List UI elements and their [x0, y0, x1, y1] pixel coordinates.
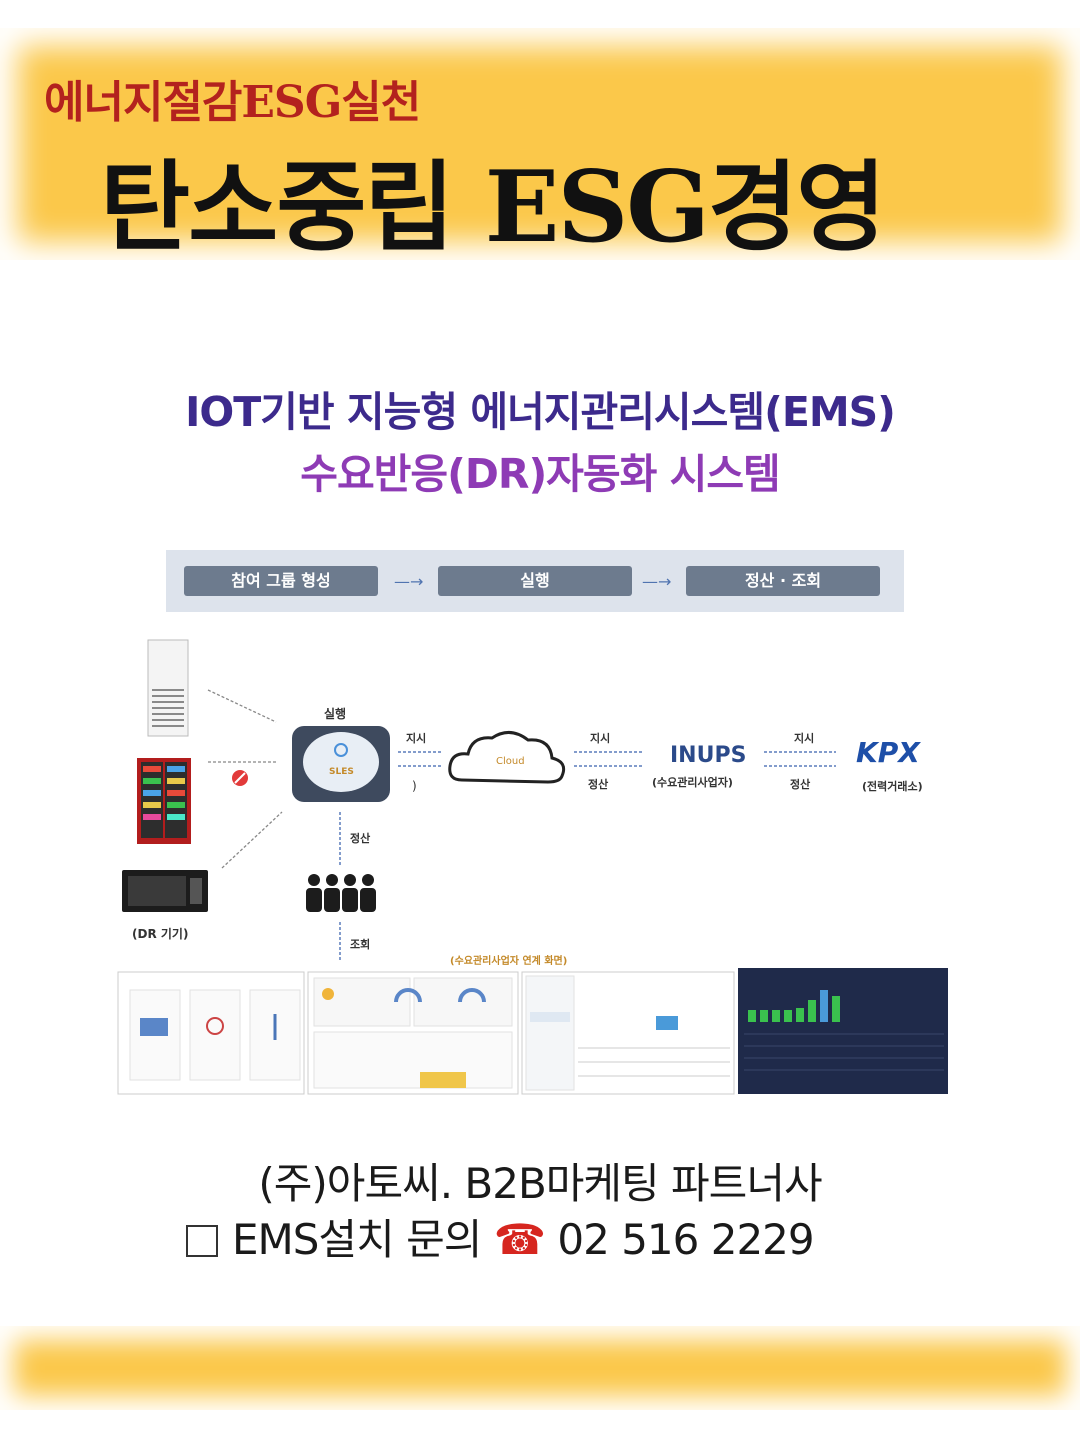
arrow-right-icon: —→ — [642, 572, 672, 591]
headline-ems: IOT기반 지능형 에너지관리시스템(EMS) — [185, 388, 896, 436]
app-screens-panel — [117, 971, 305, 1095]
kpx-logo: KPX — [856, 736, 921, 769]
company-partner-text: (주)아토씨. B2B마케팅 파트너사 — [258, 1159, 822, 1208]
arrow-right-icon: —→ — [394, 572, 424, 591]
headline-dr: 수요반응(DR)자동화 시스템 — [300, 450, 781, 498]
header-title: 탄소중립 ESG경영 — [100, 150, 886, 265]
inups-logo: INUPS — [670, 743, 746, 768]
wifi-icon: ) — [412, 779, 417, 793]
sles-label: SLES — [329, 767, 354, 777]
instruct-label-1: 지시 — [406, 731, 426, 745]
settle-label-2: 정산 — [790, 777, 810, 791]
execute-label: 실행 — [324, 706, 346, 721]
phone-icon: ☎ — [493, 1215, 546, 1264]
process-step-bar: 참여 그룹 형성 —→ 실행 —→ 정산 · 조회 — [166, 550, 904, 612]
install-inquiry-text: EMS설치 문의 — [232, 1215, 482, 1264]
step-group-formation: 참여 그룹 형성 — [184, 566, 378, 596]
settle-label-1: 정산 — [588, 777, 608, 791]
step-execute: 실행 — [438, 566, 632, 596]
inups-sub-label: (수요관리사업자) — [652, 775, 733, 789]
settle-label-3: 정산 — [350, 831, 370, 845]
air-conditioner-icon — [147, 639, 189, 737]
phone-number[interactable]: 02 516 2229 — [557, 1215, 814, 1264]
chart-screen-panel — [738, 968, 948, 1094]
dr-devices-label: (DR 기기) — [132, 926, 188, 941]
header-subtitle: 에너지절감ESG실천 — [44, 77, 421, 128]
instruct-label-3: 지시 — [794, 731, 814, 745]
top-banner — [0, 28, 1080, 260]
instruct-label-2: 지시 — [590, 731, 610, 745]
cloud-icon — [448, 731, 566, 784]
diagram-graphics: (DR 기기) 실행 SLES 지시 ) Cloud 지시 정산 INUPS — [117, 639, 948, 1095]
step-settle-inquiry: 정산 · 조회 — [686, 566, 880, 596]
cloud-label: Cloud — [496, 756, 525, 767]
kpx-sub-label: (전력거래소) — [862, 779, 923, 793]
bottom-banner — [0, 1326, 1080, 1410]
fridge-icon — [137, 758, 191, 844]
checkbox-icon — [186, 1225, 218, 1257]
dashboard-screen-panel — [307, 971, 519, 1095]
users-group-icon — [306, 874, 376, 912]
dr-system-diagram: 참여 그룹 형성 —→ 실행 —→ 정산 · 조회 — [100, 540, 980, 1110]
microwave-icon — [122, 870, 208, 912]
table-screen-panel — [521, 971, 735, 1095]
contact-line: EMS설치 문의 ☎ 02 516 2229 — [186, 1206, 815, 1267]
screen-caption: (수요관리사업자 연계 화면) — [450, 954, 567, 967]
inquiry-label: 조회 — [350, 937, 370, 951]
